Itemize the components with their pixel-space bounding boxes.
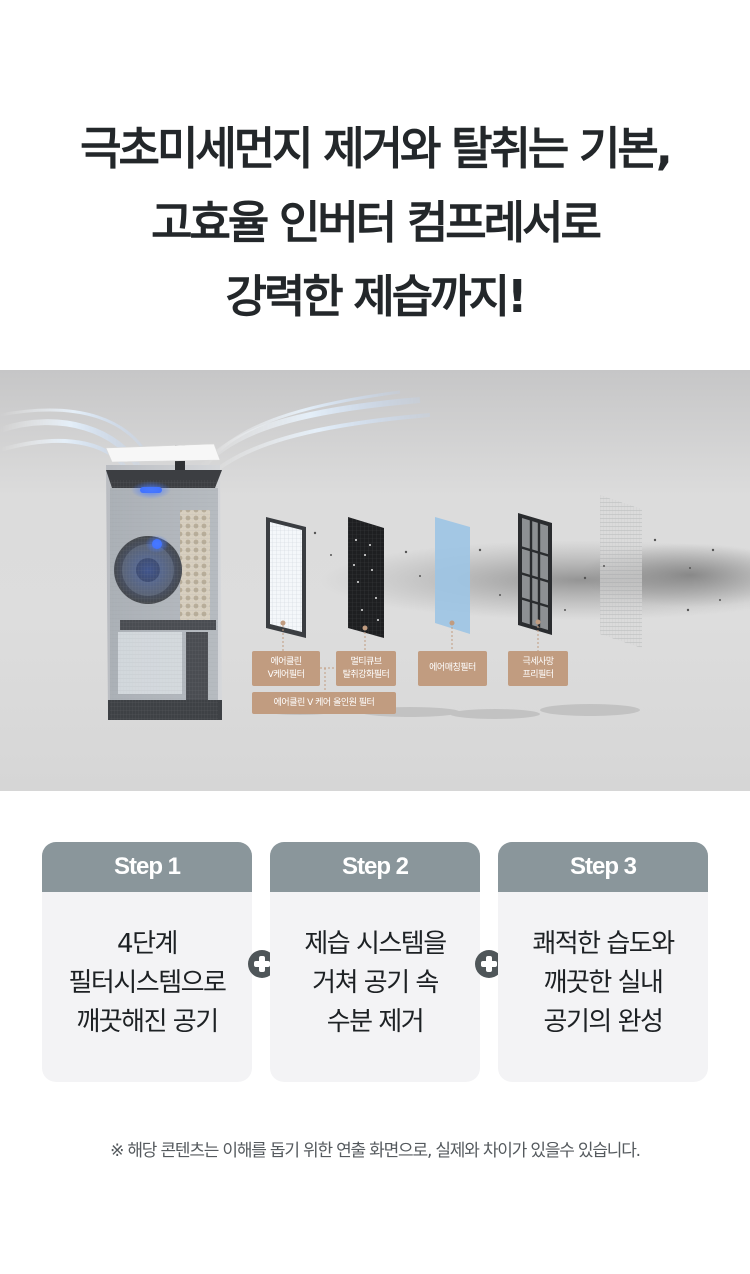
outer-mesh-grille	[600, 495, 642, 648]
step-3-line: 쾌적한 습도와	[532, 928, 675, 959]
label-microfiber-prefilter: 극세사망 프리필터	[508, 651, 568, 686]
step-1-description: 4단계 필터시스템으로 깨끗해진 공기	[42, 892, 252, 1082]
aircare-v-filter-panel	[266, 517, 306, 638]
step-card-3: Step 3 쾌적한 습도와 깨끗한 실내 공기의 완성	[498, 842, 708, 1082]
step-1-title: Step 1	[42, 842, 252, 892]
label-multicube-filter: 멀티큐브 탈취강화필터	[336, 651, 396, 686]
air-matching-filter-panel	[435, 517, 470, 634]
step-2-description: 제습 시스템을 거쳐 공기 속 수분 제거	[270, 892, 480, 1082]
dehumidifier-body	[105, 443, 222, 720]
microfiber-prefilter-panel	[518, 513, 552, 635]
step-2-line: 제습 시스템을	[304, 928, 447, 959]
headline-line-1: 극초미세먼지 제거와 탈취는 기본,	[80, 122, 673, 175]
label-aircare-v-filter: 에어클린 V케어필터	[252, 651, 320, 686]
step-3-title: Step 3	[498, 842, 708, 892]
dehumidifier-exploded-view-image	[0, 390, 750, 720]
step-2-line: 수분 제거	[326, 1006, 425, 1037]
step-card-2: Step 2 제습 시스템을 거쳐 공기 속 수분 제거	[270, 842, 480, 1082]
step-3-description: 쾌적한 습도와 깨끗한 실내 공기의 완성	[498, 892, 708, 1082]
multicube-filter-panel	[348, 517, 384, 638]
step-1-line: 4단계	[117, 928, 178, 959]
label-all-in-one-filter: 에어클린 V 케어 올인원 필터	[252, 692, 396, 714]
label-air-matching-filter: 에어매칭필터	[418, 651, 487, 686]
page-headline: 극초미세먼지 제거와 탈취는 기본, 고효율 인버터 컴프레서로 강력한 제습까…	[0, 112, 750, 334]
disclaimer-note: ※ 해당 콘텐츠는 이해를 돕기 위한 연출 화면으로, 실제와 차이가 있을수…	[110, 1141, 641, 1161]
step-3-line: 공기의 완성	[543, 1006, 664, 1037]
product-filter-illustration: 에어클린 V케어필터 멀티큐브 탈취강화필터 에어클린 V 케어 올인원 필터 …	[0, 370, 750, 791]
step-2-title: Step 2	[270, 842, 480, 892]
headline-line-3: 강력한 제습까지!	[225, 270, 528, 323]
step-3-line: 깨끗한 실내	[543, 967, 664, 998]
headline-line-2: 고효율 인버터 컴프레서로	[151, 196, 602, 249]
step-2-line: 거쳐 공기 속	[312, 967, 439, 998]
step-cards: Step 1 4단계 필터시스템으로 깨끗해진 공기 Step 2 제습 시스템…	[0, 842, 750, 1082]
step-1-line: 필터시스템으로	[68, 967, 227, 998]
step-1-line: 깨끗해진 공기	[76, 1006, 219, 1037]
step-card-1: Step 1 4단계 필터시스템으로 깨끗해진 공기	[42, 842, 252, 1082]
